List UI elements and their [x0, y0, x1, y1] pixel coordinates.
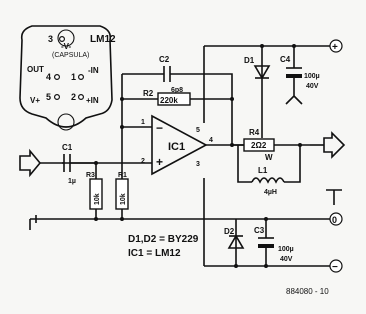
pin-v-minus-dot — [58, 35, 65, 42]
c4-name: C4 — [280, 55, 291, 64]
junction-r2-right — [230, 97, 234, 101]
c2-name: C2 — [159, 55, 170, 64]
c2-capacitor — [163, 66, 171, 82]
r4-name: R4 — [249, 128, 260, 137]
opamp-plus-sign: + — [156, 155, 163, 169]
d1-diode — [253, 65, 271, 80]
r1-name: R1 — [118, 172, 127, 179]
c2-value: 6p8 — [171, 87, 183, 94]
l1-inductor — [251, 177, 285, 184]
note-diodes: D1,D2 = BY229 — [128, 234, 199, 245]
junction-d1-top — [260, 44, 264, 48]
pkg-pin-v-minus-num: 3 — [48, 34, 53, 44]
pkg-pin-out-num: 4 — [46, 72, 51, 82]
r1-value: 10k — [120, 193, 127, 205]
r3-value: 10k — [94, 193, 101, 205]
pkg-name: LM12 — [90, 34, 116, 45]
r4-power: W — [265, 153, 273, 162]
output-arrow-icon — [323, 131, 346, 159]
pin-5-label: 5 — [196, 127, 200, 134]
l1-left-lead — [237, 145, 252, 183]
junction-c3-top — [264, 217, 268, 221]
junction-l1-right — [298, 143, 302, 147]
terminal-minus — [329, 259, 343, 273]
pkg-label-v-plus: V+ — [30, 96, 40, 105]
pkg-pin-in-minus-num: 1 — [71, 72, 76, 82]
r2-value: 220k — [160, 96, 178, 105]
pkg-label-in-minus: -IN — [88, 66, 99, 75]
junction-inverting — [120, 125, 124, 129]
terminal-plus — [329, 39, 343, 53]
terminal-plus-label: + — [332, 42, 338, 53]
opamp-ic1 — [151, 114, 208, 176]
junction-d2-bottom — [234, 264, 238, 268]
c3-value: 100µ — [278, 246, 294, 253]
pkg-label-in-plus: +IN — [86, 96, 99, 105]
junction-c3-bottom — [264, 264, 268, 268]
pin-in-minus-dot — [77, 73, 84, 80]
to3-case-outline — [19, 25, 113, 128]
terminal-ground — [329, 212, 343, 226]
figure-id: 884080 - 10 — [286, 287, 329, 296]
pin-3-label: 3 — [196, 161, 200, 168]
l1-value: 4µH — [264, 189, 277, 196]
c4-voltage: 40V — [306, 83, 319, 90]
feedback-right-wire — [170, 73, 233, 145]
d1-name: D1 — [244, 56, 255, 65]
d2-name: D2 — [224, 227, 235, 236]
r2-name: R2 — [143, 89, 154, 98]
pkg-label-v-minus: -V- — [61, 42, 72, 51]
ic1-label: IC1 — [168, 141, 185, 153]
r3-name: R3 — [86, 172, 95, 179]
junction-r3-ground — [94, 217, 98, 221]
l1-name: L1 — [258, 166, 268, 175]
c4-value: 100µ — [304, 73, 320, 80]
input-ground-symbol — [29, 215, 37, 230]
input-arrow-icon — [19, 148, 42, 178]
junction-r1-ground — [120, 217, 124, 221]
junction-c4-top — [292, 44, 296, 48]
c4-ground-link — [285, 78, 303, 105]
r4-value: 2Ω2 — [251, 141, 267, 150]
mounting-hole-top — [57, 29, 75, 47]
l1-right-lead — [284, 145, 301, 183]
pkg-label-capsula: (CAPSULA) — [52, 52, 89, 59]
opamp-minus-sign: − — [156, 121, 163, 135]
lm12-package-drawing: 3 -V- (CAPSULA) LM12 OUT 4 1 -IN V+ 5 2 … — [19, 25, 116, 131]
mounting-hole-bottom — [57, 113, 75, 131]
c1-name: C1 — [62, 143, 73, 152]
c3-voltage: 40V — [280, 256, 293, 263]
c1-value: 1µ — [68, 178, 76, 185]
note-ic: IC1 = LM12 — [128, 248, 181, 259]
c4-plate-bottom — [286, 74, 302, 78]
pin-2-label: 2 — [141, 158, 145, 165]
c3-plate-bottom — [258, 244, 274, 248]
junction-r2-left — [120, 97, 124, 101]
pkg-label-out: OUT — [27, 65, 44, 74]
output-ground-symbol — [326, 189, 342, 205]
terminal-ground-label: 0 — [332, 215, 337, 225]
pin-4-label: 4 — [209, 137, 213, 144]
pkg-pin-in-plus-num: 2 — [71, 92, 76, 102]
pin-in-plus-dot — [77, 93, 84, 100]
terminal-minus-label: − — [332, 262, 338, 273]
d2-diode — [227, 234, 245, 249]
pin-out-dot — [53, 73, 60, 80]
pin-1-label: 1 — [141, 119, 145, 126]
pkg-pin-v-plus-num: 5 — [46, 92, 51, 102]
pin-v-plus-dot — [53, 93, 60, 100]
c3-name: C3 — [254, 226, 265, 235]
